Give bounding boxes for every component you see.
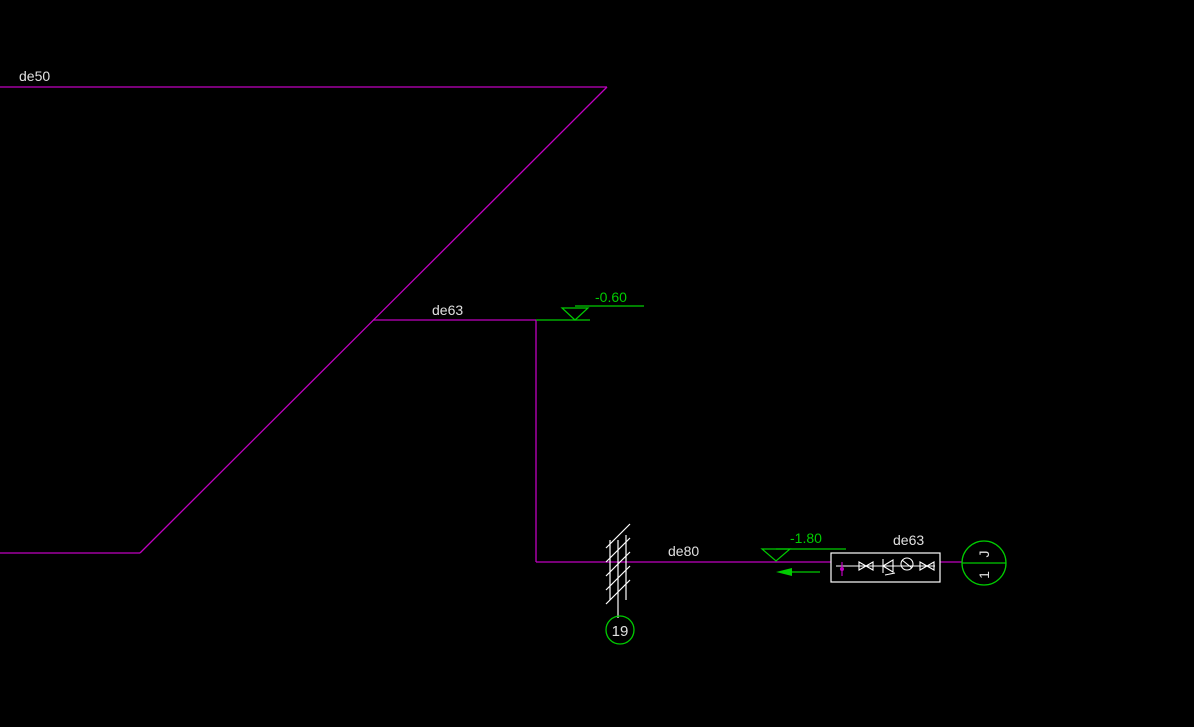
elevation-marker-lower: -1.80 [760,530,846,562]
pipe-label-meter-branch: de63 [893,532,924,548]
riser-marker: 19 [605,615,635,645]
check-valve-icon [881,559,896,576]
inlet-code-top: J [976,551,992,558]
flow-arrow-icon [776,568,820,576]
elevation-marker-middle: -0.60 [536,289,644,321]
meter-assembly [830,552,941,583]
inlet-code-bottom: 1 [976,571,992,579]
elevation-label-lower: -1.80 [790,530,822,546]
fitting-icon [840,562,844,576]
pipe-label-lower: de80 [668,543,699,559]
pipe-network [0,86,962,563]
valve-icon [858,561,874,571]
water-meter-icon [900,557,914,571]
elevation-triangle-icon [560,307,590,321]
valve-icon [919,561,935,571]
riser-number: 19 [612,623,629,640]
elevation-label-middle: -0.60 [595,289,627,305]
wall-sleeve-icon [605,523,631,618]
inlet-marker: J 1 [961,540,1007,586]
pipe-label-middle: de63 [432,302,463,318]
pipe-label-upper: de50 [19,68,50,84]
elevation-triangle-icon [760,548,792,562]
